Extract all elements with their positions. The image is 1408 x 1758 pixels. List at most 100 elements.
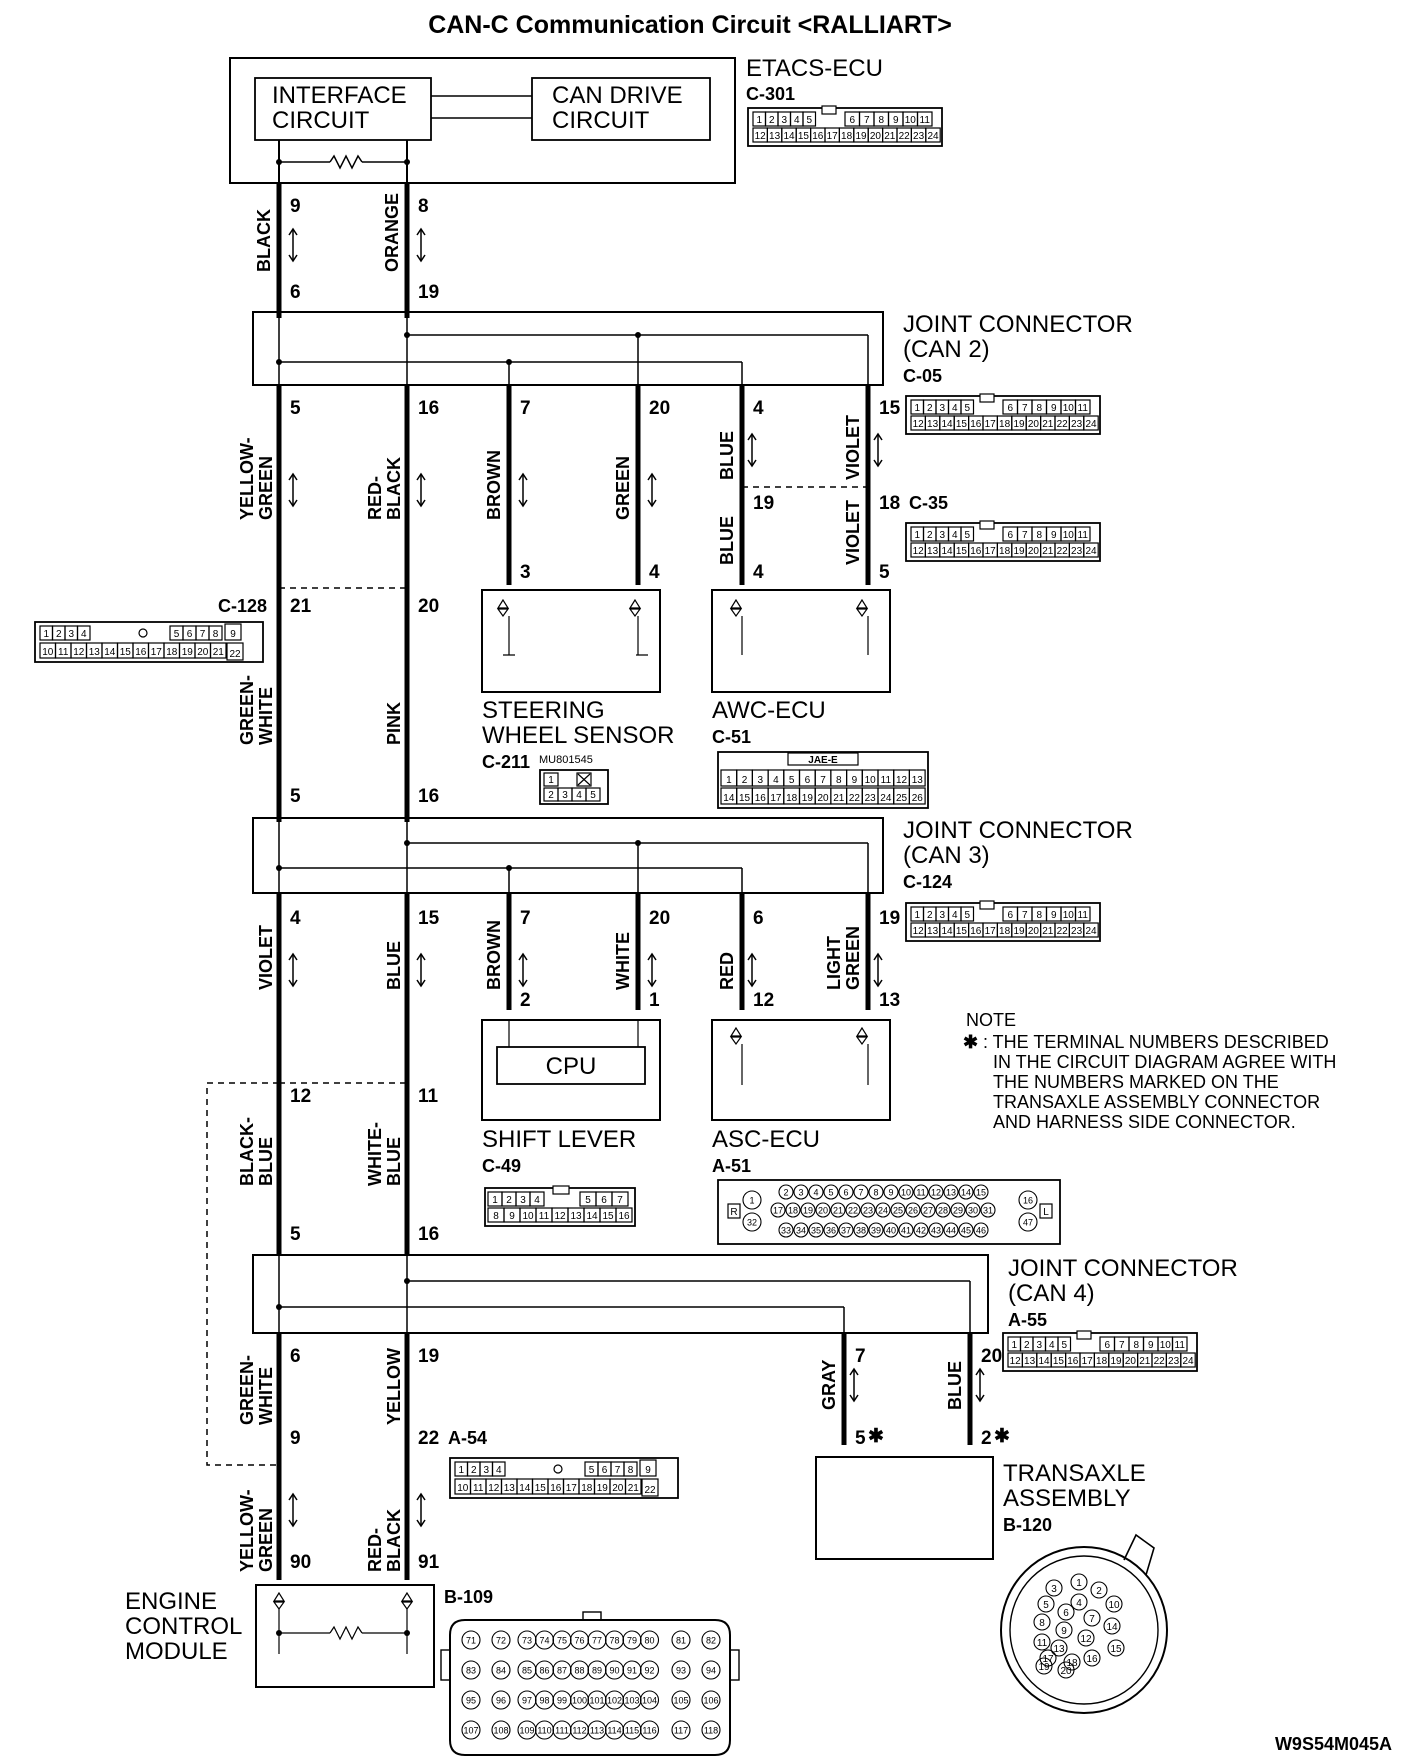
conn-a54-pin: 12 <box>488 1483 500 1494</box>
conn-c128-pin: 10 <box>42 647 54 658</box>
conn-c124-pin: 2 <box>927 910 933 921</box>
transaxle-name-2: ASSEMBLY <box>1003 1485 1131 1512</box>
conn-c35-pin: 11 <box>1078 530 1089 541</box>
conn-c05-pin: 16 <box>970 419 982 430</box>
conn-a55-pin: 22 <box>1154 1356 1166 1367</box>
b109-pin: 90 <box>609 1666 619 1676</box>
pin-6-jc2: 6 <box>290 282 301 303</box>
conn-c35-pin: 2 <box>927 530 933 541</box>
conn-c35-pin: 20 <box>1028 546 1040 557</box>
conn-a55-pin: 21 <box>1139 1356 1151 1367</box>
conn-c35-pin: 1 <box>914 530 920 541</box>
pin-22-a54: 22 <box>418 1428 439 1449</box>
conn-c128-pin: 20 <box>197 647 209 658</box>
conn-c05-pin: 22 <box>1057 419 1069 430</box>
conn-a54-pin: 15 <box>535 1483 547 1494</box>
conn-c49-pin: 6 <box>601 1195 607 1206</box>
pin-9-etacs: 9 <box>290 196 301 217</box>
b109-pin: 87 <box>557 1666 567 1676</box>
conn-a54-pin: 9 <box>645 1465 651 1476</box>
b109-pin: 85 <box>522 1666 532 1676</box>
conn-c124-pin: 20 <box>1028 926 1040 937</box>
conn-a55-pin: 1 <box>1011 1340 1017 1351</box>
conn-c301-pin: 7 <box>864 115 870 126</box>
conn-a54-pin: 6 <box>602 1465 608 1476</box>
wire-yellow-green-2b: GREEN <box>256 1508 276 1572</box>
b109-pin: 106 <box>703 1696 718 1706</box>
conn-c211-pin: 5 <box>590 790 596 801</box>
conn-c124-pin: 4 <box>952 910 958 921</box>
conn-c128-pin: 15 <box>120 647 132 658</box>
conn-c128-pin: 2 <box>56 629 62 640</box>
pin-20-jc4: 20 <box>981 1346 1002 1367</box>
pin-91-ecm: 91 <box>418 1552 440 1573</box>
conn-a54-pin: 19 <box>597 1483 609 1494</box>
conn-c35-pin: 9 <box>1051 530 1057 541</box>
b120-pin: 8 <box>1039 1618 1045 1629</box>
conn-c51-pin: 13 <box>912 775 924 786</box>
conn-a55-pin: 11 <box>1175 1340 1186 1351</box>
b120-pin: 4 <box>1076 1598 1082 1609</box>
conn-a55-pin: 18 <box>1096 1356 1108 1367</box>
pin-9-a54: 9 <box>290 1428 301 1449</box>
conn-c51-pin: 20 <box>817 793 829 804</box>
a51-pin: 33 <box>781 1226 791 1236</box>
conn-a54-pin: 16 <box>550 1483 562 1494</box>
conn-c128-pin: 16 <box>135 647 147 658</box>
conn-c124-pin: 9 <box>1051 910 1057 921</box>
conn-c301-pin: 22 <box>899 131 911 142</box>
a51-pin: 2 <box>783 1188 788 1198</box>
b109-pin: 92 <box>644 1666 654 1676</box>
wire-violet-2: VIOLET <box>843 500 863 565</box>
wire-green-white-1b: WHITE <box>256 687 276 745</box>
wire-red-black-2a: RED- <box>365 1528 385 1572</box>
conn-c51-pin: 8 <box>836 775 842 786</box>
pin-90-ecm: 90 <box>290 1552 311 1573</box>
a51-pin: 45 <box>961 1226 971 1236</box>
pin-19-jc3: 19 <box>879 908 900 929</box>
conn-a55-pin: 23 <box>1168 1356 1180 1367</box>
conn-c301-pin: 20 <box>870 131 882 142</box>
b120-pin: 2 <box>1096 1586 1102 1597</box>
conn-c05-pin: 2 <box>927 403 933 414</box>
asc-connector-id: A-51 <box>712 1156 751 1176</box>
conn-a55-pin: 20 <box>1125 1356 1137 1367</box>
jc3-name-1: JOINT CONNECTOR <box>903 817 1133 844</box>
conn-a55-pin: 14 <box>1038 1356 1050 1367</box>
b120-pin: 16 <box>1086 1654 1098 1665</box>
diagram-title: CAN-C Communication Circuit <RALLIART> <box>428 11 952 39</box>
conn-c124-pin: 6 <box>1007 910 1013 921</box>
conn-c301-pin: 14 <box>783 131 795 142</box>
a51-pin: 19 <box>803 1206 813 1216</box>
a51-pin: 28 <box>938 1206 948 1216</box>
conn-a54-pin: 4 <box>496 1465 502 1476</box>
conn-a55-pin: 24 <box>1182 1356 1194 1367</box>
pin-20-jc2: 20 <box>649 398 670 419</box>
conn-a54-pin: 3 <box>483 1465 489 1476</box>
a51-pin: 16 <box>1023 1196 1033 1206</box>
pin-6-jc4: 6 <box>290 1346 301 1367</box>
pin-3-sws: 3 <box>520 562 531 583</box>
can-drive-label-2: CIRCUIT <box>552 107 650 134</box>
note-star: ✱ <box>963 1032 978 1052</box>
conn-c51-pin: 4 <box>773 775 779 786</box>
conn-c49-pin: 8 <box>493 1211 499 1222</box>
conn-c301-pin: 11 <box>920 115 931 126</box>
conn-c301-pin: 8 <box>878 115 884 126</box>
conn-c124-pin: 19 <box>1013 926 1025 937</box>
conn-c51-pin: 2 <box>742 775 748 786</box>
a51-pin: 22 <box>848 1206 858 1216</box>
conn-c124-pin: 1 <box>914 910 920 921</box>
pin-20-jc3: 20 <box>649 908 670 929</box>
conn-c35-pin: 15 <box>956 546 968 557</box>
conn-c51-pin: 25 <box>896 793 908 804</box>
conn-c301-pin: 17 <box>827 131 839 142</box>
conn-c35-pin: 18 <box>999 546 1011 557</box>
wire-brown-1: BROWN <box>484 450 504 520</box>
wire-green-1: GREEN <box>613 456 633 520</box>
conn-c51-pin: 12 <box>896 775 908 786</box>
b120-pin: 15 <box>1110 1644 1122 1655</box>
conn-c35-pin: 12 <box>913 546 925 557</box>
